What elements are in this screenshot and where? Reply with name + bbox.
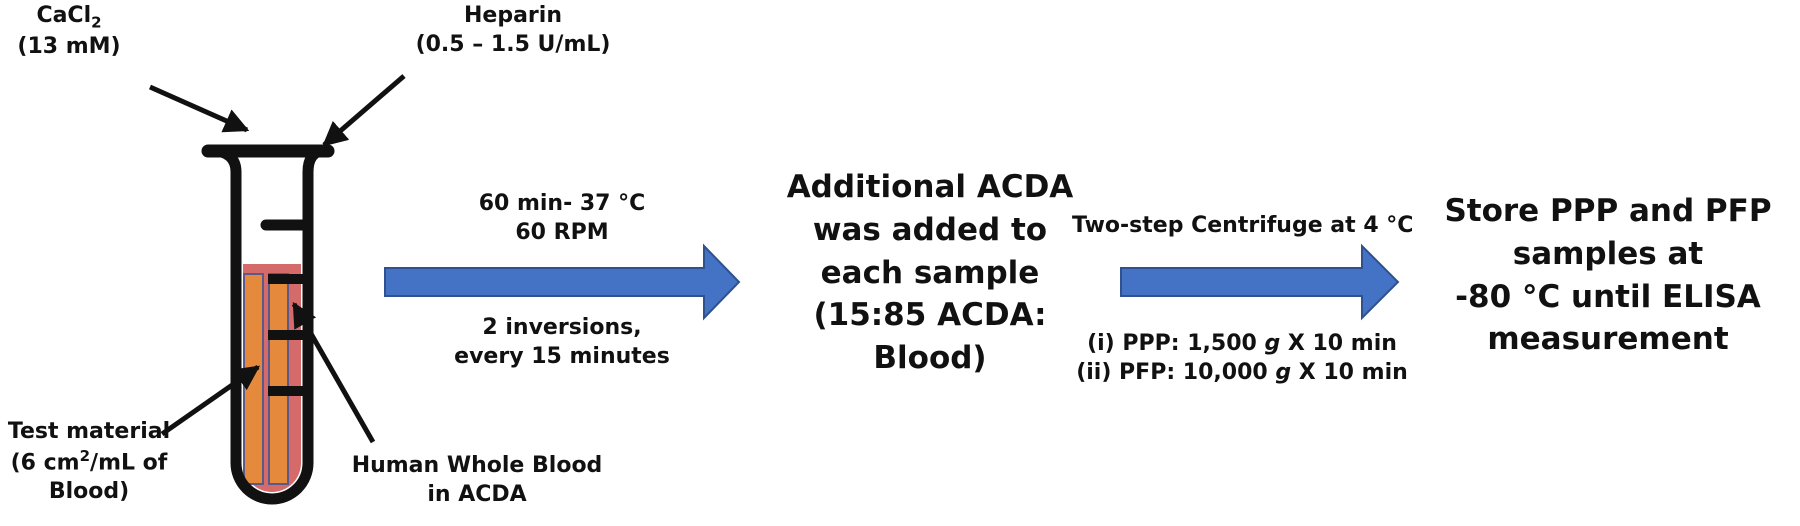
centrifuge-title: Two-step Centrifuge at 4 °C bbox=[1072, 213, 1414, 238]
test-material-line1: Test material bbox=[7, 419, 171, 444]
acda-step-line1: Additional ACDA bbox=[786, 169, 1074, 205]
heparin-label: Heparin (0.5 – 1.5 U/mL) bbox=[398, 2, 628, 59]
incubation-rpm: 60 RPM bbox=[515, 219, 609, 245]
acda-step-line4: (15:85 ACDA: bbox=[813, 297, 1047, 334]
whole-blood-line1: Human Whole Blood bbox=[351, 453, 603, 478]
test-material-arrow bbox=[160, 364, 261, 437]
ppp-centrifuge-step: (i) PPP: 1,500 g X 10 min bbox=[1087, 331, 1397, 356]
test-material-line3: Blood) bbox=[48, 478, 130, 504]
test-material-strip-right bbox=[268, 273, 289, 485]
heparin-arrow bbox=[322, 74, 406, 147]
test-material-strip-left bbox=[243, 273, 264, 485]
cacl2-name: CaCl2 bbox=[36, 3, 102, 32]
test-material-line2: (6 cm2/mL of bbox=[10, 446, 168, 475]
inversion-interval: every 15 minutes bbox=[454, 343, 670, 369]
storage-line2: samples at bbox=[1512, 235, 1704, 272]
process-arrow-2 bbox=[1120, 243, 1400, 321]
process-arrow-1 bbox=[384, 243, 741, 321]
heparin-name: Heparin bbox=[464, 3, 562, 28]
inversion-schedule: 2 inversions, every 15 minutes bbox=[412, 314, 712, 371]
test-material-label: Test material (6 cm2/mL of Blood) bbox=[0, 418, 178, 506]
cacl2-label: CaCl2 (13 mM) bbox=[4, 2, 134, 61]
centrifuge-steps: (i) PPP: 1,500 g X 10 min (ii) PFP: 10,0… bbox=[1072, 330, 1412, 387]
tube-outline bbox=[211, 144, 326, 505]
storage-line1: Store PPP and PFP bbox=[1444, 193, 1772, 229]
storage-line4: measurement bbox=[1487, 321, 1729, 358]
cacl2-arrow bbox=[148, 84, 250, 133]
pfp-centrifuge-step: (ii) PFP: 10,000 g X 10 min bbox=[1076, 359, 1408, 385]
heparin-concentration: (0.5 – 1.5 U/mL) bbox=[415, 31, 611, 57]
acda-step-line2: was added to bbox=[812, 211, 1048, 248]
storage-step: Store PPP and PFP samples at -80 °C unti… bbox=[1420, 190, 1796, 361]
cacl2-concentration: (13 mM) bbox=[17, 33, 121, 59]
acda-step-line3: each sample bbox=[820, 254, 1040, 291]
acda-step-line5: Blood) bbox=[873, 340, 987, 377]
incubation-time-temp: 60 min- 37 °C bbox=[478, 191, 646, 216]
whole-blood-label: Human Whole Blood in ACDA bbox=[338, 452, 616, 509]
storage-line3: -80 °C until ELISA bbox=[1455, 278, 1761, 315]
incubation-conditions: 60 min- 37 °C 60 RPM bbox=[412, 190, 712, 247]
test-tube bbox=[201, 144, 335, 505]
acda-addition-step: Additional ACDA was added to each sample… bbox=[750, 166, 1110, 380]
inversion-count: 2 inversions, bbox=[482, 315, 642, 340]
blood-arrow bbox=[291, 301, 376, 444]
whole-blood-line2: in ACDA bbox=[427, 481, 527, 507]
